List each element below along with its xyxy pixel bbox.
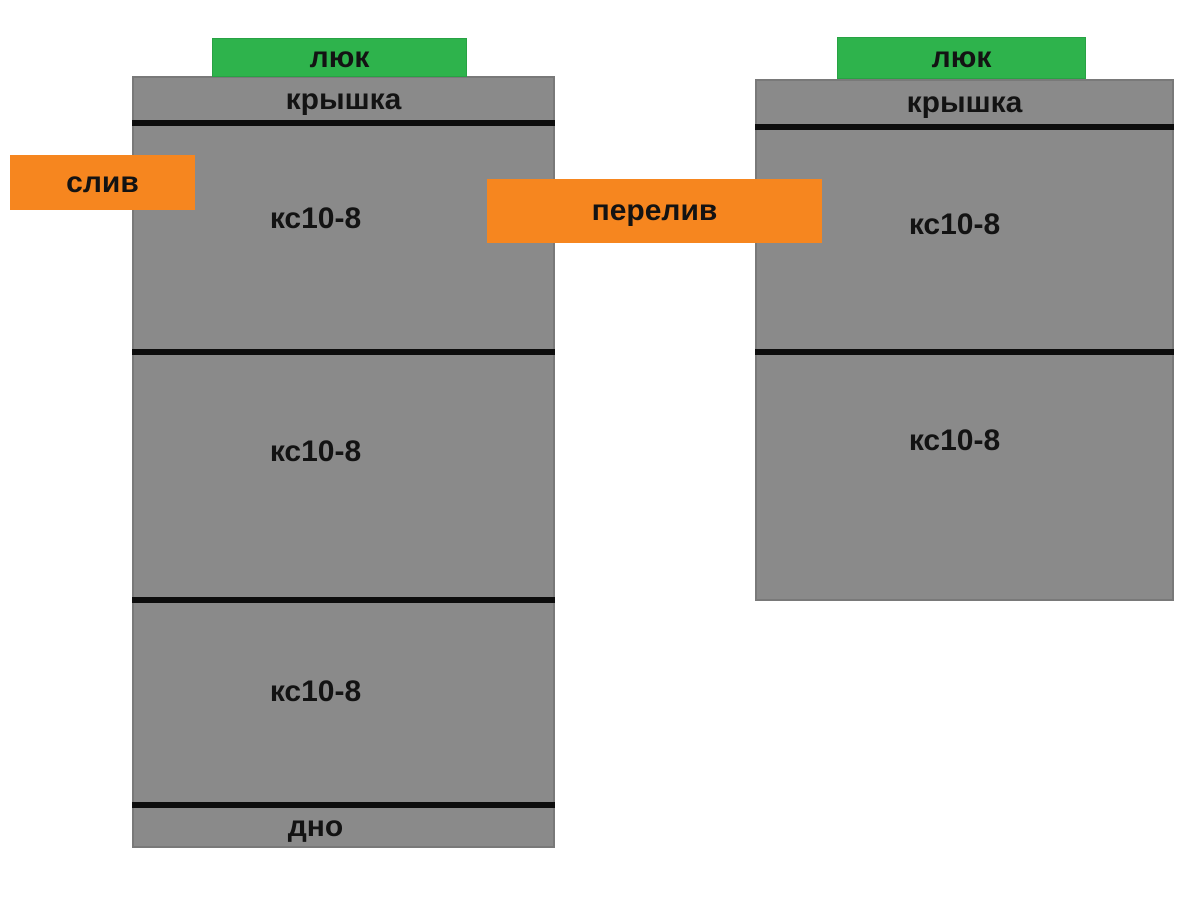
left-tank-cover-label: крышка	[285, 83, 402, 116]
left-tank-joint-line-3	[132, 597, 555, 603]
right-tank-manhole-hatch: люк	[837, 37, 1086, 79]
right-tank-joint-line-2	[755, 349, 1174, 355]
left-tank-bottom-label: дно	[287, 810, 344, 843]
left-septic-tank: крышка кс10-8 кс10-8 кс10-8 дно	[132, 76, 555, 848]
right-tank-ring-2-label: кс10-8	[908, 424, 1001, 457]
right-tank-ring-1-label: кс10-8	[908, 208, 1001, 241]
left-tank-joint-line-4	[132, 802, 555, 808]
left-tank-manhole-hatch: люк	[212, 38, 467, 77]
left-tank-ring-3-label: кс10-8	[269, 675, 362, 708]
right-septic-tank: крышка кс10-8 кс10-8	[755, 79, 1174, 601]
overflow-pipe-label: перелив	[487, 179, 822, 243]
right-tank-cover-label: крышка	[906, 86, 1023, 119]
left-tank-joint-line-2	[132, 349, 555, 355]
left-tank-ring-2-label: кс10-8	[269, 435, 362, 468]
drain-pipe-label: слив	[10, 155, 195, 210]
right-tank-joint-line-1	[755, 124, 1174, 130]
left-tank-joint-line-1	[132, 120, 555, 126]
left-tank-ring-1-label: кс10-8	[269, 202, 362, 235]
